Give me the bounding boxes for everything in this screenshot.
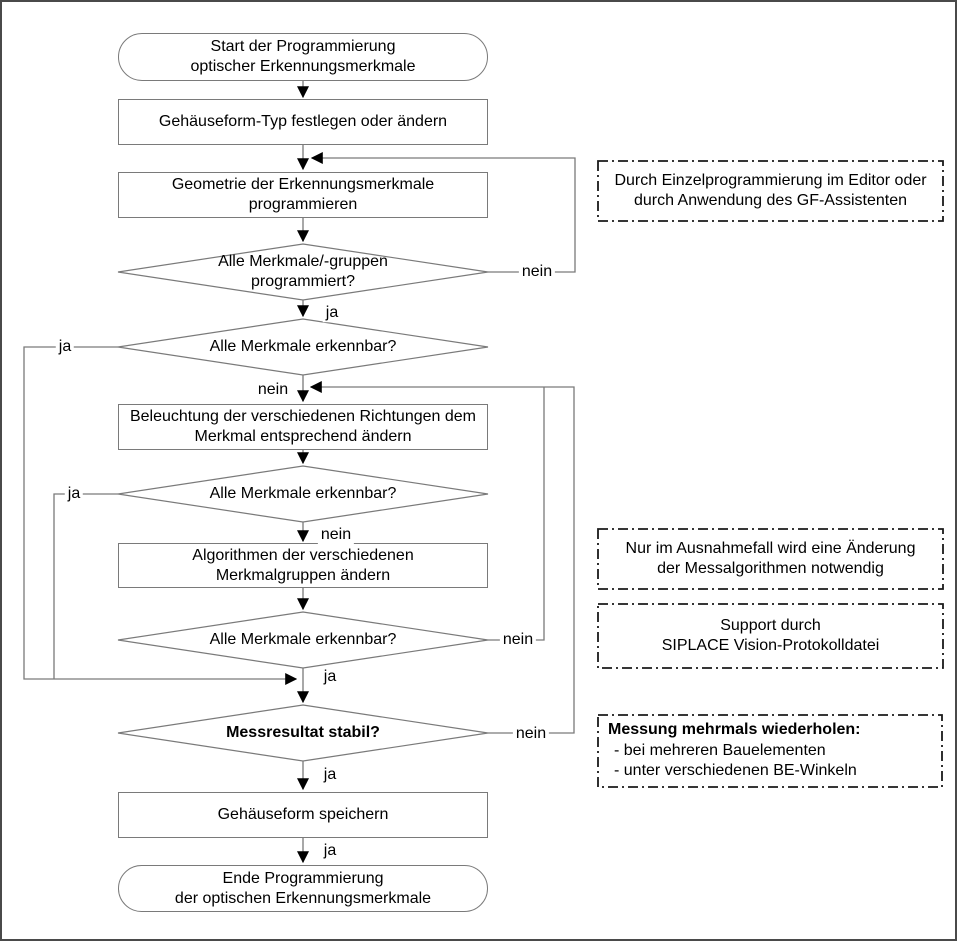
annotation-repeat-title: Messung mehrmals wiederholen: — [608, 721, 861, 739]
decision-all-programmed-line1: Alle Merkmale/-gruppen — [218, 253, 388, 271]
node-housing-type: Gehäuseform-Typ festlegen oder ändern — [118, 99, 488, 145]
edge-label-ja-dstable: ja — [320, 766, 340, 784]
node-save-line1: Gehäuseform speichern — [217, 806, 389, 824]
annotation-support-box — [597, 603, 944, 669]
decision-recognizable-1-line1: Alle Merkmale erkennbar? — [209, 338, 397, 356]
edge-label-nein-drecog3: nein — [499, 631, 537, 649]
annotation-repeat: Messung mehrmals wiederholen: - bei mehr… — [598, 715, 942, 787]
decision-recognizable-3-label: Alle Merkmale erkennbar? — [118, 612, 488, 668]
node-geometry-line1: Geometrie der Erkennungsmerkmale — [171, 176, 435, 194]
edge-label-nein-drecog1: nein — [254, 381, 292, 399]
decision-recognizable-1-label: Alle Merkmale erkennbar? — [118, 319, 488, 375]
node-lighting-line1: Beleuchtung der verschiedenen Richtungen… — [129, 408, 476, 426]
annotation-exception-line1: Nur im Ausnahmefall wird eine Änderung — [625, 539, 916, 557]
node-algorithms: Algorithmen der verschiedenen Merkmalgru… — [118, 543, 488, 588]
node-lighting: Beleuchtung der verschiedenen Richtungen… — [118, 404, 488, 450]
annotation-support-line2: SIPLACE Vision-Protokolldatei — [661, 637, 880, 654]
decision-all-programmed-line2: programmiert? — [250, 273, 356, 290]
annotation-exception: Nur im Ausnahmefall wird eine Änderung d… — [598, 529, 943, 589]
decision-stable-label: Messresultat stabil? — [118, 705, 488, 761]
annotation-repeat-item1: - bei mehreren Bauelementen — [614, 741, 826, 759]
node-housing-type-line1: Gehäuseform-Typ festlegen oder ändern — [158, 113, 448, 131]
edge-label-nein-dstable: nein — [512, 725, 550, 743]
annotation-support-line1: Support durch — [720, 616, 821, 634]
decision-recognizable-3-shape — [117, 611, 489, 669]
node-algorithms-line2: Merkmalgruppen ändern — [215, 566, 391, 584]
edge-label-ja-drecog3: ja — [320, 668, 340, 686]
edge-label-ja-drecog1: ja — [55, 338, 75, 356]
edge-drecog3-nein-feeder — [488, 387, 545, 641]
annotation-support: Support durch SIPLACE Vision-Protokollda… — [598, 604, 943, 668]
node-save: Gehäuseform speichern — [118, 792, 488, 838]
edge-label-ja-dprogrammed: ja — [322, 304, 342, 322]
node-start-line2: optischer Erkennungsmerkmale — [190, 58, 416, 75]
annotation-editor: Durch Einzelprogrammierung im Editor ode… — [598, 161, 943, 221]
decision-recognizable-2-label: Alle Merkmale erkennbar? — [118, 466, 488, 522]
decision-stable-line1: Messresultat stabil? — [226, 724, 380, 742]
decision-all-programmed-shape — [117, 243, 489, 301]
decision-recognizable-1-shape — [117, 318, 489, 376]
node-geometry-line2: programmieren — [248, 196, 358, 213]
node-lighting-line2: Merkmal entsprechend ändern — [194, 428, 412, 445]
edge-label-nein-dprogrammed: nein — [518, 263, 556, 281]
decision-stable-shape — [117, 704, 489, 762]
decision-all-programmed-label: Alle Merkmale/-gruppen programmiert? — [118, 244, 488, 300]
decision-recognizable-3-line1: Alle Merkmale erkennbar? — [209, 631, 397, 649]
annotation-repeat-item2: - unter verschiedenen BE-Winkeln — [614, 762, 857, 780]
node-end-line2: der optischen Erkennungsmerkmale — [174, 889, 432, 907]
node-start: Start der Programmierung optischer Erken… — [118, 33, 488, 81]
node-algorithms-line1: Algorithmen der verschiedenen — [192, 546, 414, 564]
annotation-editor-box — [597, 160, 944, 222]
node-end: Ende Programmierung der optischen Erkenn… — [118, 865, 488, 912]
edge-label-nein-drecog2: nein — [317, 526, 355, 544]
decision-recognizable-2-shape — [117, 465, 489, 523]
annotation-editor-line2: durch Anwendung des GF-Assistenten — [633, 192, 908, 209]
annotation-exception-box — [597, 528, 944, 590]
node-end-line1: Ende Programmierung — [222, 869, 384, 887]
node-start-line1: Start der Programmierung — [210, 38, 396, 56]
edge-drecog2-ja-feeder — [53, 493, 118, 679]
annotation-exception-line2: der Messalgorithmen notwendig — [657, 560, 884, 577]
edge-label-ja-drecog2: ja — [64, 485, 84, 503]
node-geometry: Geometrie der Erkennungsmerkmale program… — [118, 172, 488, 218]
annotation-repeat-box — [597, 714, 943, 788]
annotation-editor-line1: Durch Einzelprogrammierung im Editor ode… — [614, 171, 927, 189]
decision-recognizable-2-line1: Alle Merkmale erkennbar? — [209, 485, 397, 503]
edge-label-ja-save: ja — [320, 842, 340, 860]
